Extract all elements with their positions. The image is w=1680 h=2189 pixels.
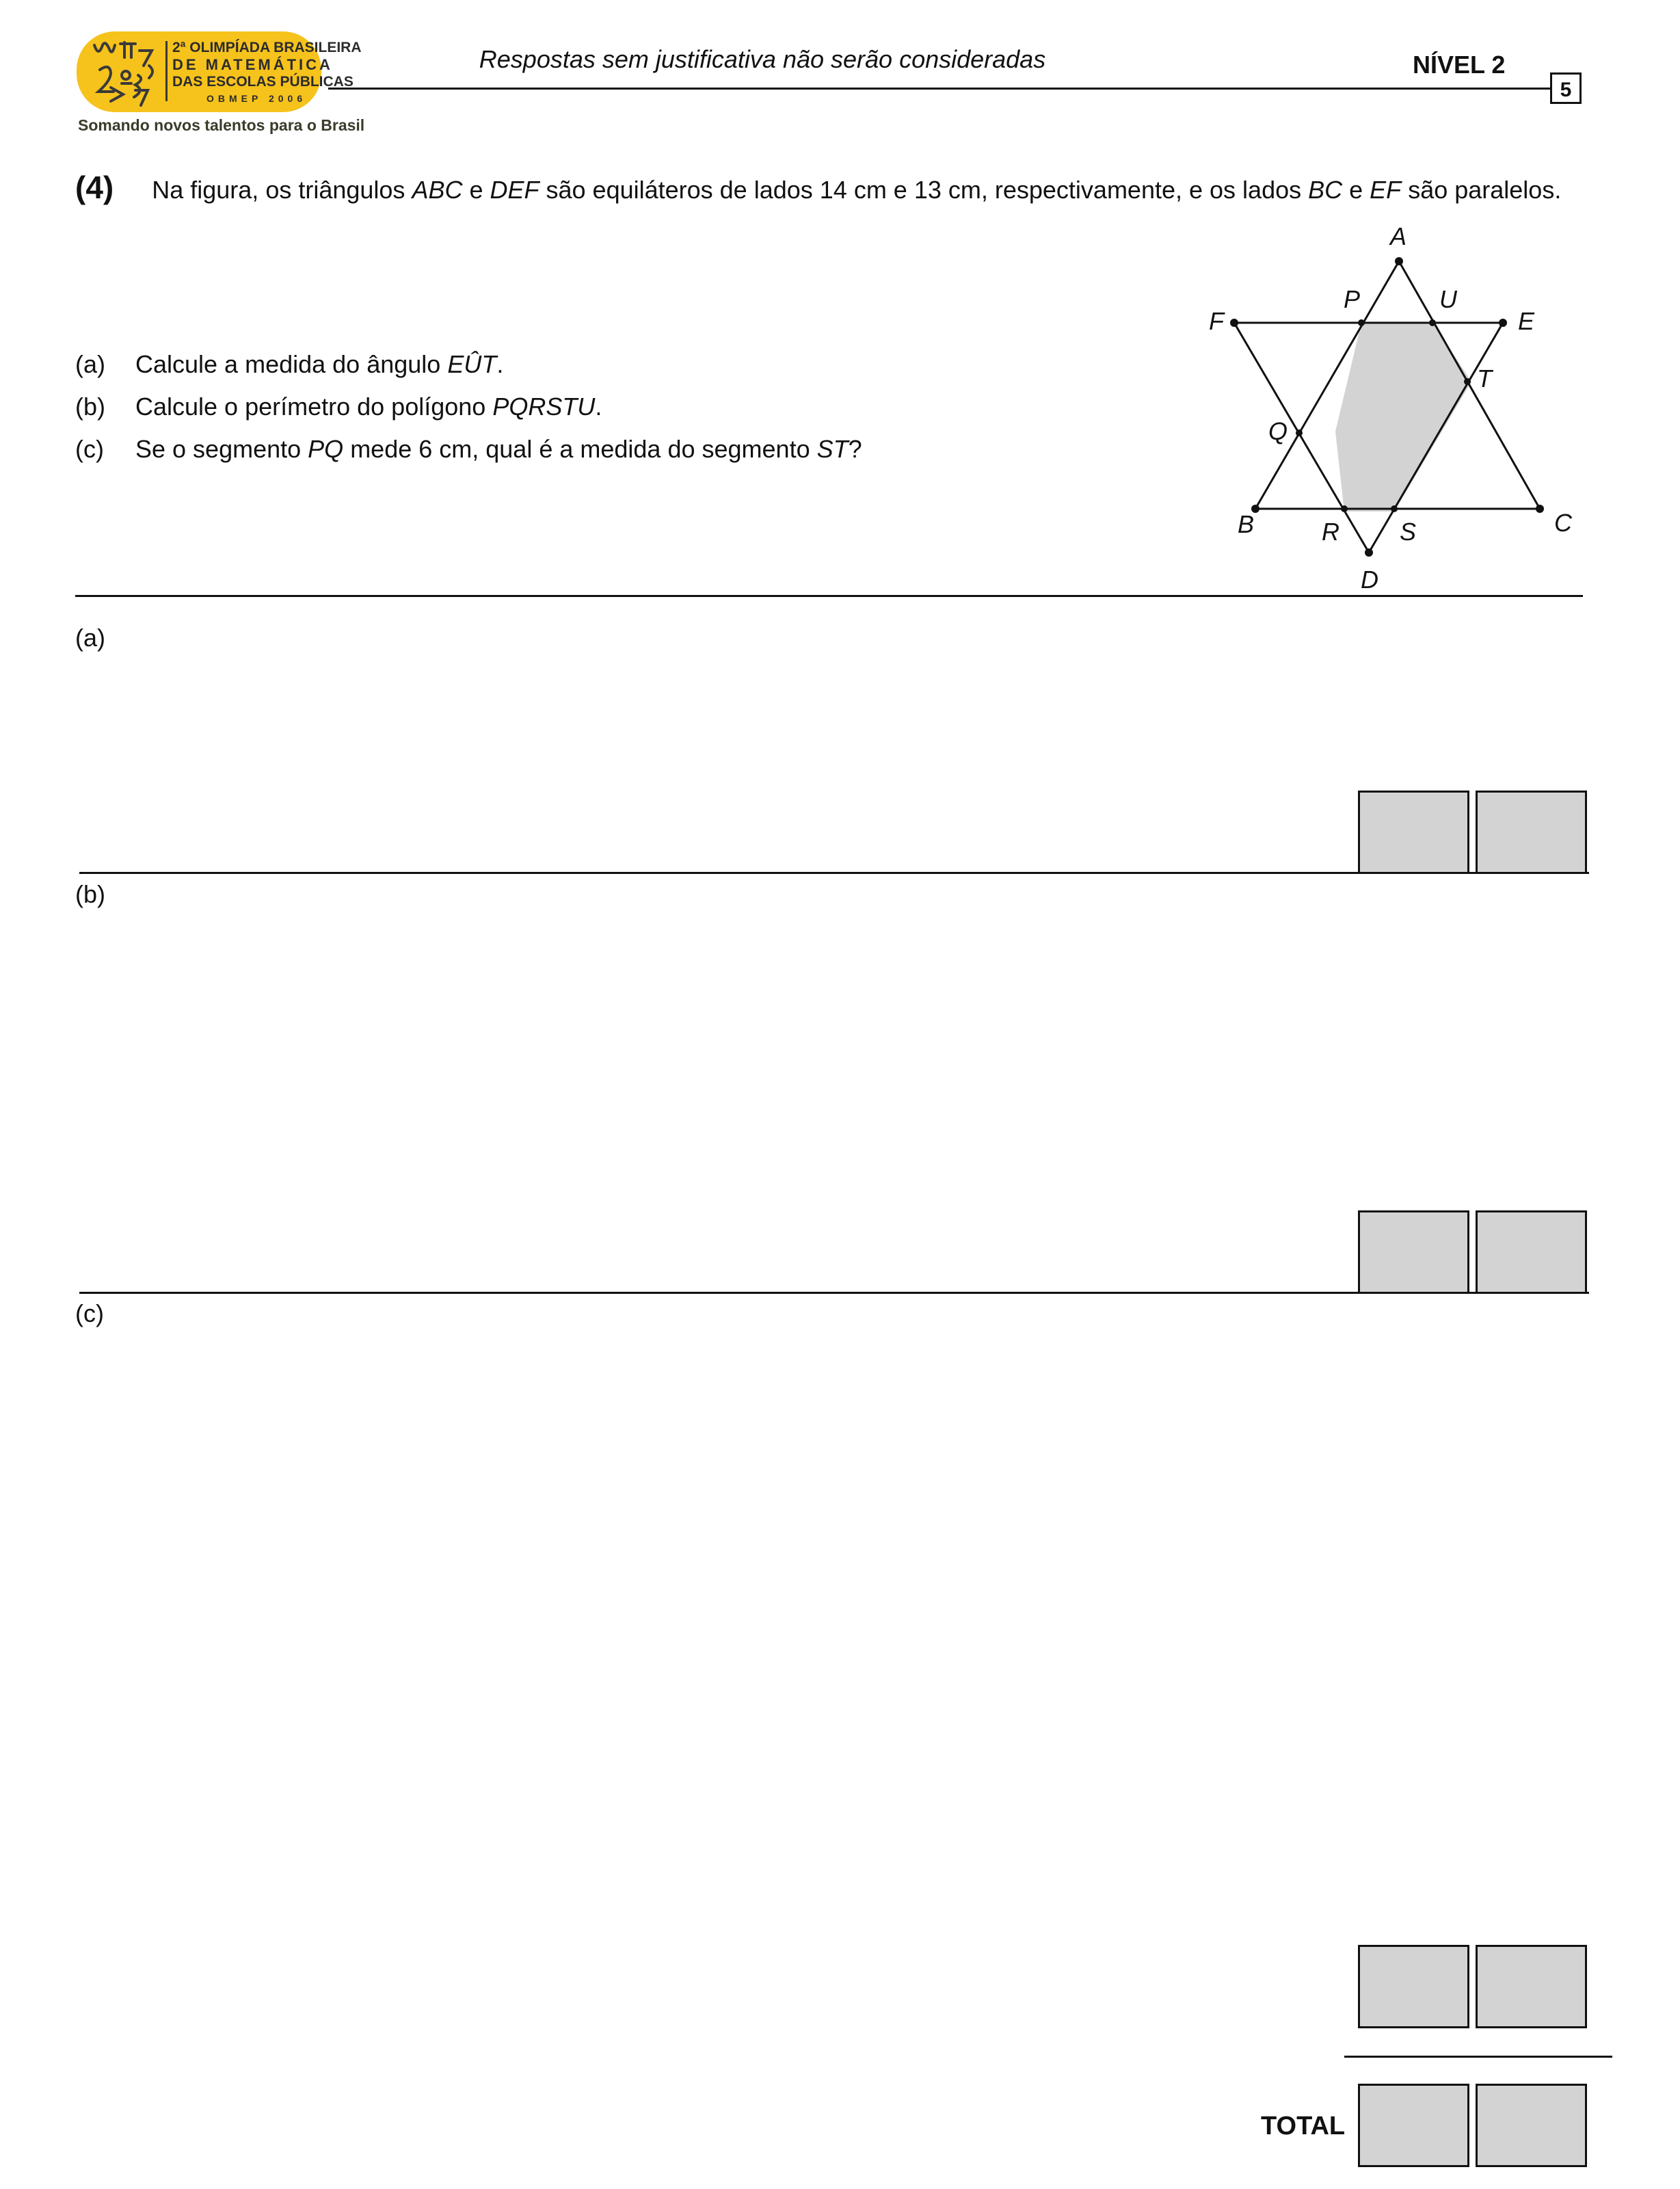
score-box-total-1[interactable] <box>1358 2084 1469 2167</box>
question-item-label: (c) <box>75 435 104 463</box>
question-item-math: EÛT <box>447 350 497 378</box>
header-note: Respostas sem justificativa não serão co… <box>479 45 1046 73</box>
logo-line-2: DE MATEMÁTICA <box>172 56 333 73</box>
label-s: S <box>1400 518 1416 546</box>
question-item-text: Calcule o perímetro do polígono <box>135 393 493 421</box>
star-figure: A B C D E F P Q R S T U <box>1209 222 1573 594</box>
label-t: T <box>1477 364 1494 393</box>
total-label: TOTAL <box>1261 2112 1346 2140</box>
obmep-logo: 2ª OLIMPÍADA BRASILEIRA DE MATEMÁTICA DA… <box>77 31 362 112</box>
score-box-b-1[interactable] <box>1358 1210 1469 1294</box>
label-q: Q <box>1268 417 1288 445</box>
problem-text-1: Na figura, os triângulos <box>152 176 412 204</box>
question-item-end: ? <box>848 435 862 463</box>
problem-text-4: e <box>1342 176 1370 204</box>
score-box-c-1[interactable] <box>1358 1945 1469 2028</box>
question-item-end: . <box>595 393 602 421</box>
label-b: B <box>1238 510 1254 538</box>
question-item-b: (b) Calcule o perímetro do polígono PQRST… <box>75 393 602 421</box>
label-r: R <box>1322 518 1339 546</box>
answer-divider-a <box>79 872 1589 874</box>
score-box-a-1[interactable] <box>1358 791 1469 874</box>
question-item-math-2: ST <box>816 435 849 463</box>
score-box-c-2[interactable] <box>1476 1945 1587 2028</box>
problem-text-3: são equiláteros de lados 14 cm e 13 cm, … <box>539 176 1309 204</box>
problem-triangle-abc: ABC <box>412 176 463 204</box>
question-item-label: (a) <box>75 350 105 378</box>
question-item-math: PQ <box>308 435 344 463</box>
problem-side-bc: BC <box>1308 176 1343 204</box>
label-e: E <box>1518 307 1535 335</box>
label-p: P <box>1344 285 1360 313</box>
question-item-end: . <box>496 350 504 378</box>
question-item-text: Calcule a medida do ângulo <box>135 350 448 378</box>
triangle-def <box>1232 321 1505 555</box>
label-u: U <box>1439 285 1458 313</box>
problem-text-5: são paralelos. <box>1401 176 1562 204</box>
total-divider <box>1344 2056 1612 2058</box>
problem-side-ef: EF <box>1370 176 1402 204</box>
logo-number-glyphs-icon <box>93 41 155 107</box>
logo-line-3: DAS ESCOLAS PÚBLICAS <box>172 74 354 90</box>
answer-label-a: (a) <box>75 624 105 652</box>
logo-line-1: 2ª OLIMPÍADA BRASILEIRA <box>172 40 362 55</box>
question-item-text: Se o segmento <box>135 435 308 463</box>
score-box-b-2[interactable] <box>1476 1210 1587 1294</box>
score-box-total-2[interactable] <box>1476 2084 1587 2167</box>
question-item-math: PQRSTU <box>492 393 596 421</box>
problem-text-2: e <box>462 176 490 204</box>
section-divider <box>75 595 1583 597</box>
label-c: C <box>1554 509 1573 537</box>
logo-line-4: OBMEP 2006 <box>206 93 307 104</box>
label-f: F <box>1209 307 1225 335</box>
answer-label-c: (c) <box>75 1299 104 1327</box>
question-item-c: (c) Se o segmento PQ mede 6 cm, qual é a … <box>75 435 862 464</box>
score-box-a-2[interactable] <box>1476 791 1587 874</box>
logo-tagline: Somando novos talentos para o Brasil <box>78 116 365 134</box>
problem-statement: (4) Na figura, os triângulos ABC e DEF sã… <box>75 171 1583 207</box>
header-rule <box>328 88 1550 90</box>
level-label: NÍVEL 2 <box>1413 51 1506 79</box>
question-item-label: (b) <box>75 393 105 421</box>
shaded-polygon-pqrstu <box>1335 323 1471 512</box>
page-number: 5 <box>1550 72 1582 104</box>
vertex-points <box>1230 257 1544 557</box>
label-d: D <box>1361 566 1378 594</box>
question-item-a: (a) Calcule a medida do ângulo EÛT. <box>75 350 503 379</box>
question-item-text-2: mede 6 cm, qual é a medida do segmento <box>343 435 817 463</box>
answer-label-b: (b) <box>75 880 105 908</box>
problem-triangle-def: DEF <box>490 176 539 204</box>
label-a: A <box>1389 222 1406 250</box>
problem-number: (4) <box>75 170 114 205</box>
answer-divider-b <box>79 1292 1589 1294</box>
